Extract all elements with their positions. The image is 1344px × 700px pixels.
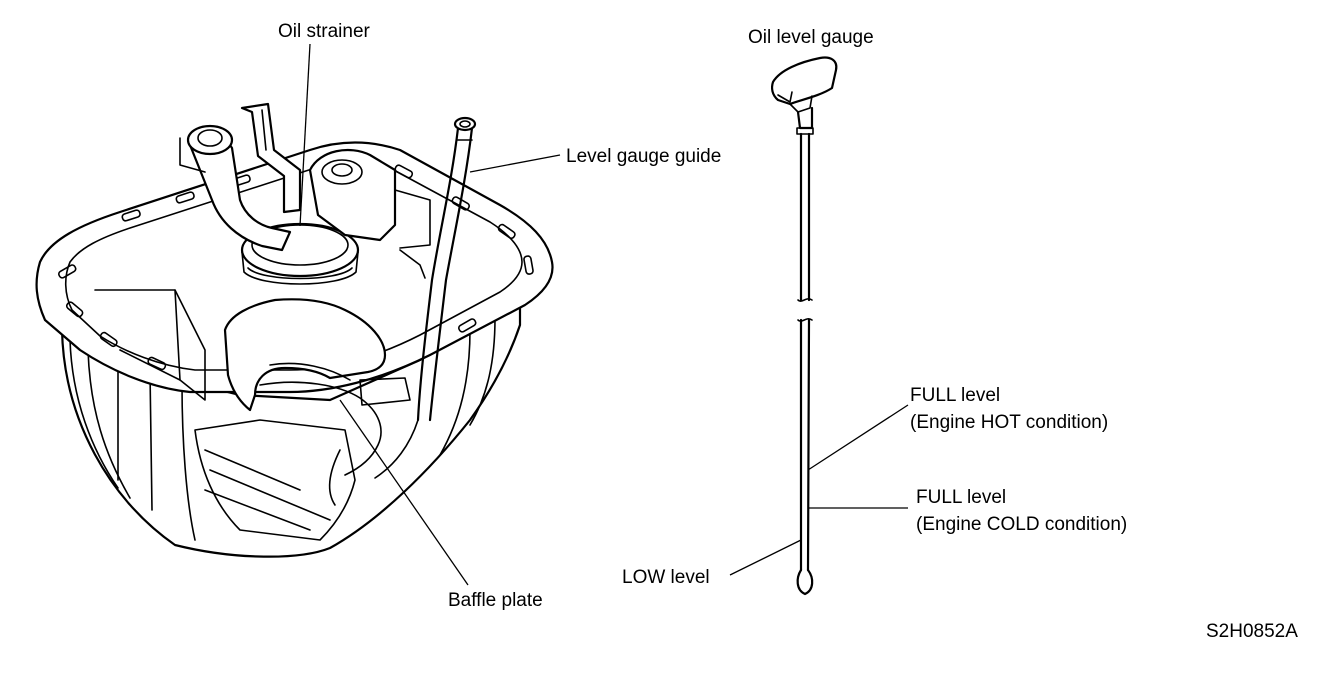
pan-side-ribs bbox=[69, 317, 496, 541]
rear-cover bbox=[308, 148, 431, 279]
figure-code: S2H0852A bbox=[1206, 621, 1298, 642]
dipstick-handle bbox=[770, 56, 838, 106]
baffle-plate-leader bbox=[339, 399, 469, 586]
full-hot-leader bbox=[807, 404, 909, 471]
label-full-cold-1: FULL level bbox=[916, 487, 1006, 508]
label-full-hot-2: (Engine HOT condition) bbox=[910, 412, 1108, 433]
label-baffle-plate: Baffle plate bbox=[448, 590, 543, 611]
baffle-plate bbox=[223, 298, 411, 506]
oil-level-gauge-illustration bbox=[770, 56, 838, 596]
pan-leader-lines bbox=[299, 43, 561, 586]
label-full-cold-2: (Engine COLD condition) bbox=[916, 514, 1127, 535]
label-oil-level-gauge: Oil level gauge bbox=[748, 27, 874, 48]
label-low-level: LOW level bbox=[622, 567, 710, 588]
pan-floor bbox=[194, 419, 356, 541]
oil-pan-illustration bbox=[35, 102, 554, 558]
label-level-gauge-guide: Level gauge guide bbox=[566, 146, 721, 167]
label-oil-strainer: Oil strainer bbox=[278, 21, 371, 42]
level-gauge-guide-tube bbox=[374, 116, 477, 479]
low-level-leader bbox=[729, 539, 802, 576]
label-full-hot-1: FULL level bbox=[910, 385, 1000, 406]
oil-strainer-leader bbox=[299, 43, 311, 227]
gauge-leader-lines bbox=[729, 404, 909, 576]
oil-pan-body bbox=[60, 298, 522, 558]
pan-left-wall bbox=[94, 289, 206, 401]
dipstick-shaft bbox=[799, 132, 811, 572]
level-gauge-guide-leader bbox=[469, 154, 561, 173]
flange-bolt-slots bbox=[58, 164, 534, 371]
